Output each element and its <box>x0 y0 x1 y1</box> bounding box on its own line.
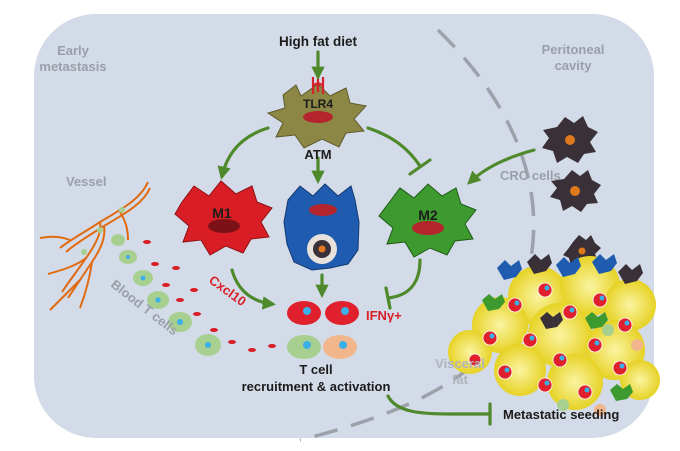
pathway-arrows <box>217 50 536 310</box>
arrow-atm-to-m1 <box>217 126 270 180</box>
m1-macrophage <box>174 180 273 256</box>
inhibit-atm-to-m2 <box>366 126 422 168</box>
label-fat: fat <box>452 372 469 387</box>
inhibit-atm-to-m2-bar <box>408 158 432 176</box>
arrow-crc-to-m2 <box>467 148 536 185</box>
label-crc-cells: CRC cells <box>500 168 561 183</box>
label-peritoneal: Peritoneal <box>542 42 605 57</box>
blood-t-cell-nuclei <box>126 255 211 348</box>
label-visceral: Visceral <box>435 356 485 371</box>
activated-t-cells <box>287 301 359 359</box>
fat-t-cells <box>557 324 643 416</box>
cxcl10-gradient-dots <box>143 240 276 352</box>
label-m1: M1 <box>212 205 232 221</box>
label-m2: M2 <box>418 207 438 223</box>
label-metastasis: metastasis <box>39 59 106 74</box>
m2-macrophage <box>378 183 477 258</box>
crc-cell <box>542 116 598 163</box>
fat-nuclei <box>489 285 630 393</box>
fat-macrophages <box>482 254 643 401</box>
label-atm: ATM <box>304 147 331 162</box>
label-t-cell: T cell <box>299 362 332 377</box>
label-recruitment-activation: recruitment & activation <box>242 379 391 394</box>
crc-cell <box>550 170 601 212</box>
inhibition-lines <box>366 126 492 426</box>
inhibit-seeding <box>386 394 490 416</box>
label-ifng: IFNγ+ <box>366 308 402 323</box>
vessel-cells <box>81 207 125 255</box>
atm-macrophage <box>266 74 367 149</box>
label-tlr4: TLR4 <box>303 97 333 111</box>
arrow-m1-to-tcells <box>230 268 277 310</box>
inhibit-m2-to-tcells <box>386 258 422 300</box>
label-cavity: cavity <box>555 58 593 73</box>
engulfing-macrophage <box>283 183 360 271</box>
label-early: Early <box>57 43 90 58</box>
label-high-fat-diet: High fat diet <box>279 34 357 49</box>
inhibit-m2-to-tcells-bar <box>384 286 392 310</box>
label-vessel: Vessel <box>66 174 107 189</box>
label-metastatic-seeding: Metastatic seeding <box>503 407 619 422</box>
fat-infiltrating-cells <box>468 282 633 400</box>
